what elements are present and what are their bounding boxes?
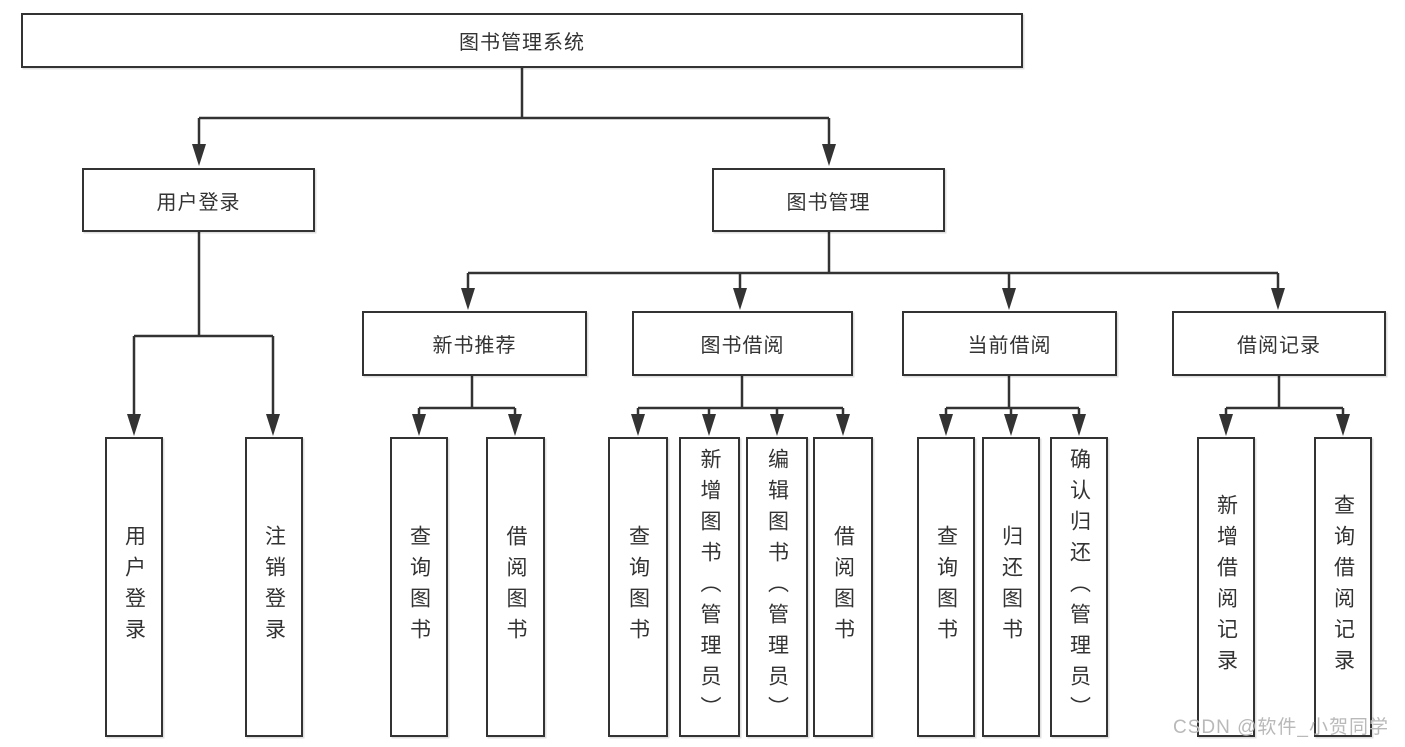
node-new-book-recommend: 新书推荐 [362,311,587,376]
node-label: 图书管理系统 [459,32,585,54]
node-label: 用户登录 [156,191,241,214]
leaf-bb-add-book-admin: 新增图书（管理员） [679,437,740,737]
leaf-label: 确认归还（管理员） [1067,447,1091,727]
node-label: 图书借阅 [700,335,785,357]
leaf-label: 查询图书 [934,525,958,649]
csdn-watermark: CSDN @软件_小贺同学 [1173,717,1389,738]
leaf-label: 用户登录 [122,525,146,649]
node-book-borrow: 图书借阅 [632,311,853,376]
leaf-nb-borrow-books: 借阅图书 [486,437,545,737]
leaf-nb-query-books: 查询图书 [390,437,448,737]
leaf-label: 查询图书 [626,525,650,649]
node-borrow-records: 借阅记录 [1172,311,1386,376]
node-label: 借阅记录 [1237,335,1321,357]
node-root: 图书管理系统 [21,13,1023,68]
leaf-label: 借阅图书 [504,525,527,649]
leaf-label: 查询图书 [407,525,431,649]
leaf-label: 新增图书（管理员） [698,447,721,727]
leaf-label: 借阅图书 [831,525,855,649]
leaf-logout: 注销登录 [245,437,303,737]
leaf-label: 查询借阅记录 [1331,494,1355,680]
leaf-br-add-record: 新增借阅记录 [1197,437,1255,737]
node-label: 当前借阅 [967,335,1052,357]
leaf-label: 归还图书 [999,525,1023,649]
leaf-label: 注销登录 [262,525,286,649]
leaf-bb-query-books: 查询图书 [608,437,668,737]
leaf-cb-confirm-return-admin: 确认归还（管理员） [1050,437,1108,737]
node-book-management: 图书管理 [712,168,945,232]
node-label: 图书管理 [786,191,871,214]
leaf-bb-edit-book-admin: 编辑图书（管理员） [746,437,808,737]
leaf-br-query-record: 查询借阅记录 [1314,437,1372,737]
leaf-cb-return-books: 归还图书 [982,437,1040,737]
leaf-cb-query-books: 查询图书 [917,437,975,737]
node-current-borrow: 当前借阅 [902,311,1117,376]
leaf-label: 新增借阅记录 [1214,494,1238,680]
leaf-user-login: 用户登录 [105,437,163,737]
leaf-label: 编辑图书（管理员） [765,447,789,727]
leaf-bb-borrow-books: 借阅图书 [813,437,873,737]
node-label: 新书推荐 [432,335,517,357]
node-user-login: 用户登录 [82,168,315,232]
